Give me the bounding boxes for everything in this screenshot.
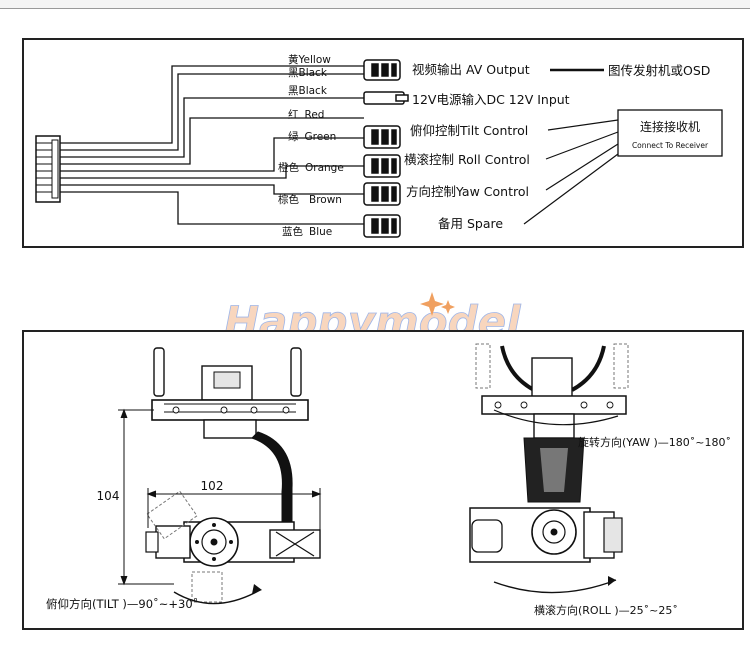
receiver-box: 连接接收机 Connect To Receiver xyxy=(617,109,723,157)
height-dimension xyxy=(118,408,174,586)
yaw-arc xyxy=(493,409,619,426)
av-output-plug xyxy=(363,59,401,81)
receiver-label-en: Connect To Receiver xyxy=(632,141,709,150)
yaw-control-label: 方向控制Yaw Control xyxy=(406,184,529,199)
yaw-plug xyxy=(363,182,401,206)
receiver-lines xyxy=(523,119,619,225)
power-input-label: 12V电源输入DC 12V Input xyxy=(412,92,570,107)
transmitter-label: 图传发射机或OSD xyxy=(608,63,710,78)
width-value: 102 xyxy=(201,479,224,493)
wire-label-black-2: 黑Black xyxy=(288,85,328,97)
gimbal-front-view xyxy=(469,343,629,563)
wire-black-2 xyxy=(60,97,364,158)
av-output-label: 视频输出 AV Output xyxy=(412,62,530,77)
roll-range-label: 横滚方向(ROLL )—25˚~25˚ xyxy=(534,603,678,617)
wire-orange xyxy=(60,165,364,179)
wire-label-black-1: 黑Black xyxy=(288,67,328,79)
spare-plug xyxy=(363,214,401,238)
spare-label: 备用 Spare xyxy=(438,216,503,231)
tilt-arc-arrowhead xyxy=(252,584,262,594)
tilt-range-label: 俯仰方向(TILT )—90˚~+30˚ xyxy=(46,596,198,611)
wire-brown xyxy=(60,184,364,195)
wire-bundle xyxy=(60,65,364,225)
roll-arc xyxy=(493,579,617,594)
tilt-control-label: 俯仰控制Tilt Control xyxy=(410,123,528,138)
roll-plug xyxy=(363,154,401,178)
tilt-arc xyxy=(173,589,261,605)
sparkle-icon xyxy=(420,292,455,316)
multi-pin-connector xyxy=(35,135,61,203)
wire-label-yellow: 黄Yellow xyxy=(288,53,331,66)
wire-yellow xyxy=(60,65,364,144)
wire-blue xyxy=(60,191,364,225)
width-dimension xyxy=(146,488,322,530)
wire-green xyxy=(60,137,364,172)
gimbal-dimension-drawing: 104 102 俯仰方向(TILT )—90˚~+30˚ xyxy=(46,343,731,617)
receiver-label-cn: 连接接收机 xyxy=(640,119,700,134)
wire-black-1 xyxy=(60,73,364,151)
roll-control-label: 横滚控制 Roll Control xyxy=(404,152,530,167)
dimensions-panel: 104 102 俯仰方向(TILT )—90˚~+30˚ xyxy=(22,330,744,630)
gimbal-side-view xyxy=(145,347,321,567)
yaw-range-label: 旋转方向(YAW )—180˚~180˚ xyxy=(578,435,731,449)
height-value: 104 xyxy=(97,489,120,503)
wire-red xyxy=(60,117,364,165)
tilt-plug xyxy=(363,125,401,149)
power-input-plug xyxy=(363,91,409,105)
roll-arc-arrowhead xyxy=(608,576,616,586)
top-border xyxy=(0,0,750,9)
